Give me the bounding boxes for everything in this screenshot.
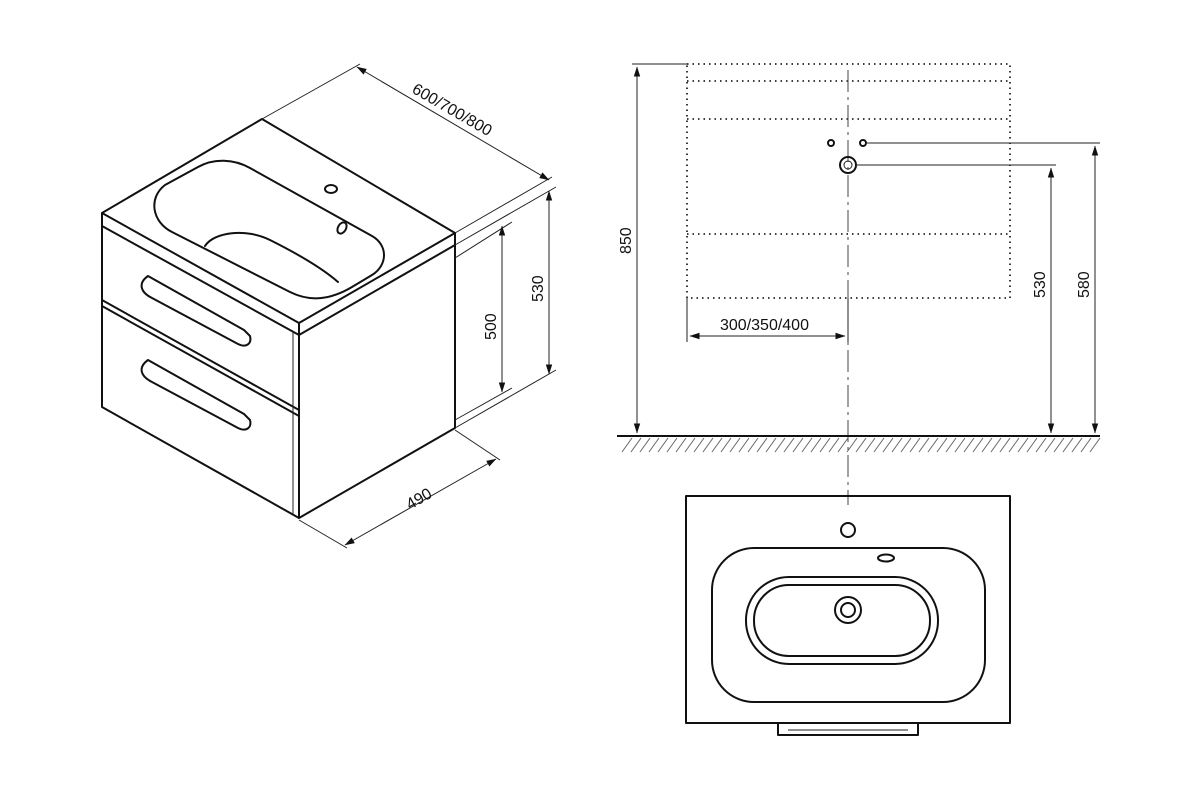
hatch-line xyxy=(666,437,678,453)
hatch-line xyxy=(801,437,813,453)
hatch-line xyxy=(954,437,966,453)
hatch-line xyxy=(909,437,921,453)
hatch-line xyxy=(1071,437,1083,453)
hatch-line xyxy=(657,437,669,453)
drawer-divider xyxy=(101,299,300,417)
upper-drawer-handle xyxy=(140,275,252,347)
hatch-line xyxy=(720,437,732,453)
hatch-line xyxy=(846,437,858,453)
hatch-line xyxy=(1062,437,1074,453)
hatch-line xyxy=(855,437,867,453)
hatch-line xyxy=(1089,437,1101,453)
hatch-line xyxy=(765,437,777,453)
countertop-side-edge xyxy=(298,232,456,336)
hatch-line xyxy=(675,437,687,453)
hatch-line xyxy=(774,437,786,453)
overflow-top xyxy=(877,553,895,563)
hatch-line xyxy=(864,437,876,453)
hatch-line xyxy=(792,437,804,453)
width-dimension-label: 600/700/800 xyxy=(409,81,495,140)
hatch-line xyxy=(972,437,984,453)
wall-bracket xyxy=(777,722,919,736)
hatch-line xyxy=(936,437,948,453)
lower-drawer-handle xyxy=(140,359,252,431)
top-view xyxy=(685,495,1011,736)
hatch-line xyxy=(828,437,840,453)
hatch-line xyxy=(1017,437,1029,453)
basin-inner xyxy=(204,231,339,283)
hatch-line xyxy=(1026,437,1038,453)
basin-top-outline xyxy=(685,495,1011,724)
floor-hatching xyxy=(621,437,1101,453)
overflow-hole xyxy=(336,221,348,235)
drain-top-outer xyxy=(834,596,862,624)
hatch-line xyxy=(711,437,723,453)
hatch-line xyxy=(648,437,660,453)
drain-height-dimension-label: 530 xyxy=(1032,271,1049,298)
unit-height-dimension-label: 530 xyxy=(530,275,547,302)
basin-bowl xyxy=(153,159,385,300)
hatch-line xyxy=(729,437,741,453)
tap-height-dimension-label: 580 xyxy=(1076,271,1093,298)
basin-rim xyxy=(711,547,986,703)
tap-connection-right xyxy=(859,139,867,147)
hatch-line xyxy=(702,437,714,453)
hatch-line xyxy=(1035,437,1047,453)
drain-top-inner xyxy=(840,602,856,618)
total-height-dimension-label: 850 xyxy=(618,227,635,254)
hatch-line xyxy=(945,437,957,453)
cabinet-side xyxy=(298,244,456,519)
hatch-line xyxy=(1044,437,1056,453)
hatch-line xyxy=(1080,437,1092,453)
hatch-line xyxy=(837,437,849,453)
hatch-line xyxy=(1053,437,1065,453)
hatch-line xyxy=(891,437,903,453)
isometric-view: 600/700/800 530 500 490 xyxy=(101,63,557,549)
hatch-line xyxy=(639,437,651,453)
hatch-line xyxy=(738,437,750,453)
cabinet-front xyxy=(101,225,300,519)
tap-hole xyxy=(324,184,338,194)
drain-inner xyxy=(843,160,853,170)
hatch-line xyxy=(981,437,993,453)
depth-dimension-line xyxy=(344,458,497,546)
hatch-line xyxy=(963,437,975,453)
cabinet-height-dimension-label: 500 xyxy=(483,313,500,340)
front-elevation: 850 300/350/400 530 580 xyxy=(617,63,1101,505)
unit-outline-dotted xyxy=(686,63,1011,299)
hatch-line xyxy=(783,437,795,453)
hatch-line xyxy=(1008,437,1020,453)
hatch-line xyxy=(819,437,831,453)
hatch-line xyxy=(900,437,912,453)
hatch-line xyxy=(684,437,696,453)
hatch-line xyxy=(693,437,705,453)
hatch-line xyxy=(927,437,939,453)
countertop-top-face xyxy=(101,118,456,324)
hatch-line xyxy=(990,437,1002,453)
hatch-line xyxy=(630,437,642,453)
hatch-line xyxy=(810,437,822,453)
axis-offset-dimension-label: 300/350/400 xyxy=(720,317,809,334)
hatch-line xyxy=(882,437,894,453)
hatch-line xyxy=(999,437,1011,453)
tap-hole-top xyxy=(840,522,856,538)
hatch-line xyxy=(918,437,930,453)
hatch-line xyxy=(873,437,885,453)
countertop-front-edge xyxy=(101,212,300,336)
hatch-line xyxy=(621,437,633,453)
hatch-line xyxy=(747,437,759,453)
bowl-outer xyxy=(745,576,939,665)
bowl-inner xyxy=(753,584,931,657)
tap-connection-left xyxy=(827,139,835,147)
width-dimension-line xyxy=(356,66,550,181)
hatch-line xyxy=(756,437,768,453)
